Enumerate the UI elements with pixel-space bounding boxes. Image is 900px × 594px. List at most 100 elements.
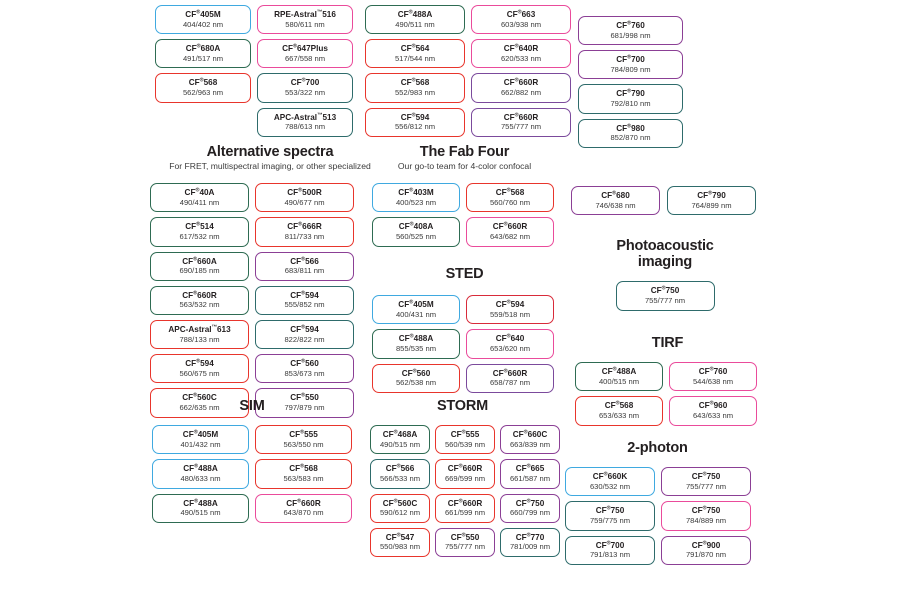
trademark-mark: ®: [396, 532, 401, 539]
dye-name: CF®980: [616, 122, 645, 133]
trademark-mark: ®: [300, 429, 305, 436]
dye-name: CF®640: [495, 333, 525, 344]
trademark-mark: ®: [411, 77, 416, 84]
dye-name: CF®403M: [398, 187, 434, 198]
dye-spectra-value: 555/852 nm: [284, 300, 325, 310]
dye-spectra-value: 690/185 nm: [179, 266, 220, 276]
dye-spectra-value: 791/813 nm: [589, 550, 631, 560]
dye-name: CF®514: [185, 221, 214, 232]
trademark-mark: ®: [612, 190, 617, 197]
trademark-mark: ®: [661, 285, 666, 292]
section-title: Photoacoustic imaging: [616, 238, 714, 271]
dye-name: CF®750: [691, 505, 721, 516]
dye-name: CF®488A: [397, 9, 433, 19]
trademark-mark: ®: [606, 505, 611, 512]
dye-name: CF®660R: [492, 367, 528, 378]
trademark-mark: ®: [409, 299, 414, 306]
trademark-mark: ®: [193, 392, 198, 399]
section-title: STORM: [436, 398, 489, 414]
dye-name: CF®666R: [287, 221, 322, 232]
trademark-mark: ®: [196, 358, 201, 365]
